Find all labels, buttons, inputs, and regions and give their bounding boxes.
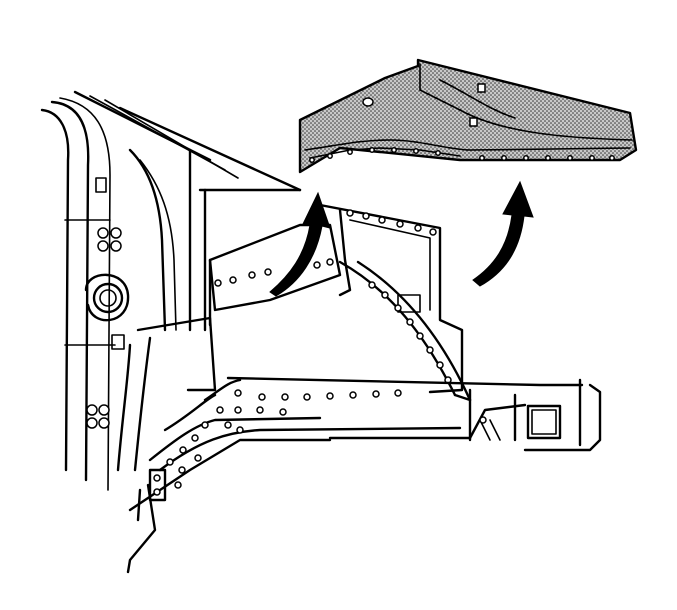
left-pillar-structure	[40, 90, 302, 491]
lower-rail-structure	[126, 376, 602, 574]
lower-rail-holes	[153, 389, 487, 496]
removal-arrow-left	[269, 191, 331, 297]
removed-panel	[298, 58, 638, 174]
inner-wheelhouse-panel	[116, 203, 472, 472]
inner-panel-holes	[214, 209, 452, 384]
removal-arrow-right	[472, 180, 534, 287]
pillar-fastener-holes	[84, 177, 130, 429]
